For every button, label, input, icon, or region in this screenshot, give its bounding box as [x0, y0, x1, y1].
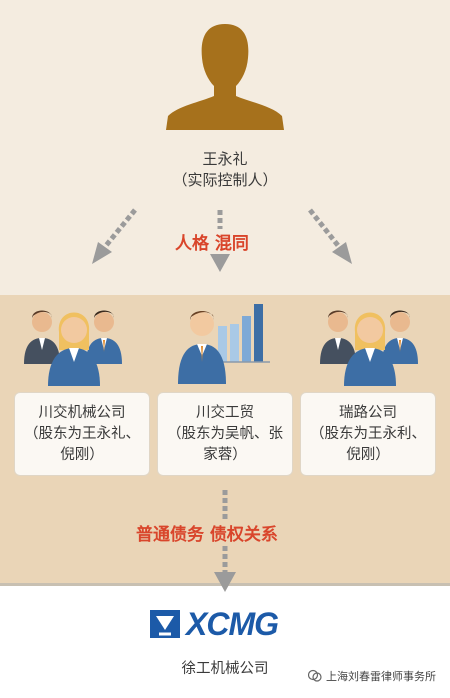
person-back-left [24, 310, 60, 364]
company-name: 川交工贸 [196, 405, 254, 421]
company-shareholders: （股东为王永礼、倪刚） [24, 426, 140, 463]
arrow-left-line [102, 208, 137, 250]
person-front [48, 312, 100, 386]
person-chart-icon [178, 304, 270, 384]
arrow-left-head [92, 242, 112, 264]
xcmg-logo: XCMG [146, 602, 306, 646]
company-card-chuanjiao-trade: 川交工贸 （股东为吴帆、张家蓉） [157, 392, 293, 476]
xcmg-emblem-icon [150, 610, 180, 638]
person-back-right [86, 310, 122, 364]
controller-name: 王永礼 [202, 150, 248, 168]
company-card-chuanjiao-machinery: 川交机械公司 （股东为王永礼、倪刚） [14, 392, 150, 476]
person-silhouette-icon [166, 24, 284, 130]
relation-bottom-label: 普通债务 债权关系 [131, 520, 283, 545]
wechat-icon [308, 669, 322, 682]
bar-chart-icon [214, 304, 270, 363]
watermark-text: 上海刘春雷律师事务所 [326, 670, 436, 683]
relation-top-label: 人格 混同 [172, 229, 252, 254]
watermark: 上海刘春雷律师事务所 [308, 668, 436, 684]
company-name: 瑞路公司 [339, 405, 397, 421]
businessman [178, 311, 226, 384]
arrow-right-head [332, 242, 352, 264]
people-group-icon-left [24, 310, 122, 386]
company-card-ruilu: 瑞路公司 （股东为王永利、倪刚） [300, 392, 436, 476]
creditor-name: 徐工机械公司 [181, 661, 269, 677]
company-shareholders: （股东为吴帆、张家蓉） [167, 426, 283, 463]
company-shareholders: （股东为王永利、倪刚） [310, 426, 426, 463]
people-group-icon-right [320, 310, 418, 386]
company-name: 川交机械公司 [38, 405, 126, 421]
controller-role: （实际控制人） [172, 171, 278, 189]
arrow-right-line [308, 208, 342, 250]
xcmg-logo-text: XCMG [186, 606, 279, 642]
controller-label: 王永礼 （实际控制人） [125, 149, 325, 191]
arrow-center-head [210, 254, 230, 272]
